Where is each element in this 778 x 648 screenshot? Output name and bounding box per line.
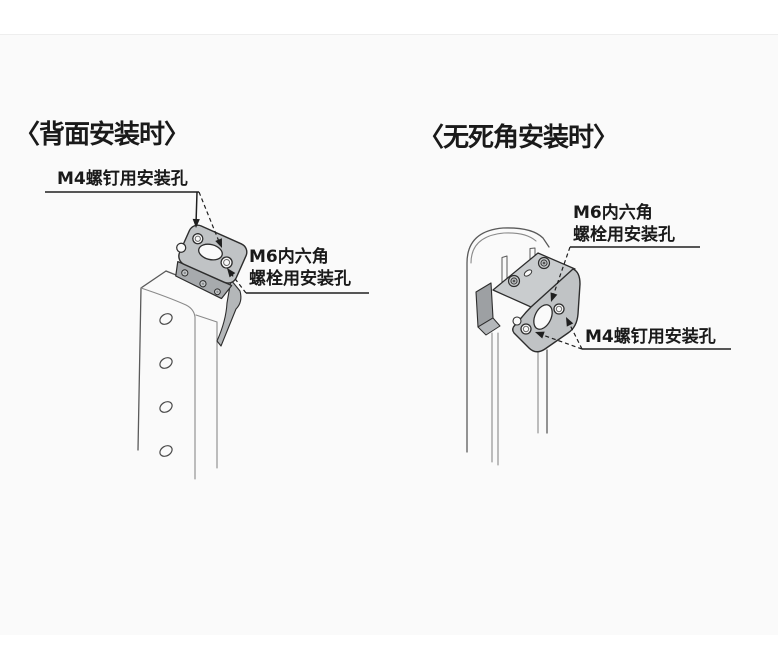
left-m6-label-line1: M6内六角 [249, 247, 329, 267]
flange-screws [181, 269, 221, 296]
m6-hole [220, 256, 233, 269]
m4-hole-right [553, 303, 565, 315]
left-m4-label: M4螺钉用安装孔 [57, 169, 188, 189]
left-figure-title: 〈背面安装时〉 [14, 120, 190, 150]
page-background [0, 34, 778, 635]
left-post-drawing [137, 270, 218, 480]
right-m4-label: M4螺钉用安装孔 [585, 327, 716, 347]
bracket-top-face [492, 252, 576, 308]
plate-notch [512, 316, 522, 326]
right-m6-label-line2: 螺栓用安装孔 [573, 225, 675, 245]
left-m6-label-line2: 螺栓用安装孔 [249, 269, 351, 289]
plate-oval-hole [198, 243, 223, 261]
m4-hole-lower [520, 323, 532, 335]
right-m6-label-line1: M6内六角 [573, 203, 653, 223]
right-post-drawing [466, 227, 550, 466]
post-hole-row [159, 313, 173, 457]
right-m4-leader [535, 317, 731, 350]
left-m4-leader [45, 191, 222, 248]
left-m6-label: M6内六角 螺栓用安装孔 [249, 246, 351, 290]
plate-oval-hole [533, 304, 553, 330]
right-bracket-drawing [475, 252, 581, 353]
left-m6-leader [227, 268, 369, 294]
m4-hole [192, 233, 204, 245]
bracket-bent-tail [216, 279, 242, 347]
left-bracket-drawing [175, 224, 248, 347]
right-m6-leader [550, 246, 700, 302]
right-figure-title: 〈无死角安装时〉 [418, 123, 619, 153]
hex-socket-bolts [507, 256, 551, 288]
right-m6-label: M6内六角 螺栓用安装孔 [573, 202, 675, 246]
plate-notch [176, 242, 187, 253]
